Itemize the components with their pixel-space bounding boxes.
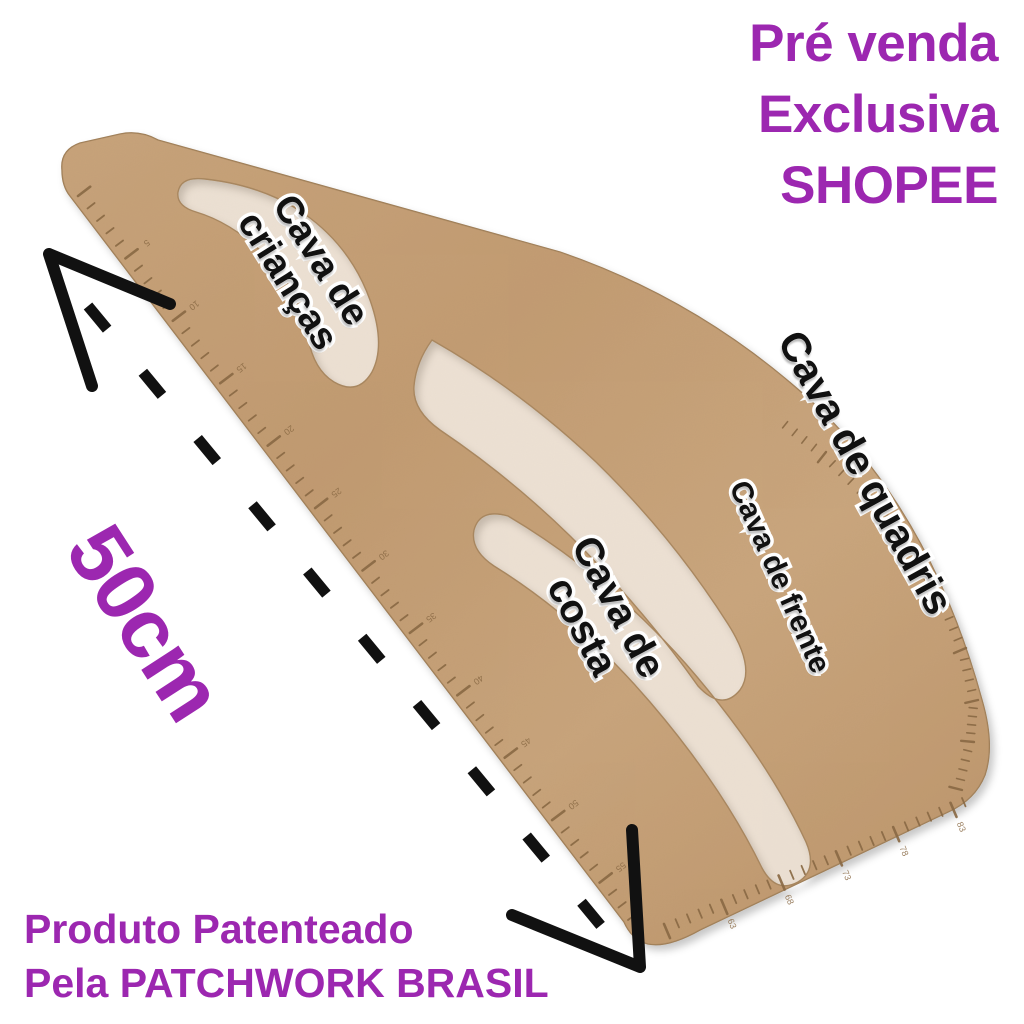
promo-line-3: SHOPEE [780, 156, 998, 216]
svg-text:55: 55 [614, 860, 628, 874]
measure-indicator [43, 248, 646, 973]
arrow-down-right-icon [506, 824, 646, 973]
footer-line-2: Pela PATCHWORK BRASIL [24, 959, 549, 1006]
svg-text:63: 63 [726, 917, 739, 930]
svg-text:50: 50 [566, 798, 580, 812]
svg-text:30: 30 [377, 548, 391, 562]
svg-text:25: 25 [329, 486, 343, 500]
promo-line-1: Pré venda [749, 14, 998, 73]
svg-text:40: 40 [472, 673, 486, 687]
svg-text:10: 10 [187, 298, 201, 312]
ruler-tick-scale [76, 185, 980, 940]
svg-text:35: 35 [424, 610, 438, 624]
arrow-up-left-icon [43, 248, 176, 392]
ruler-scale-numbers: 5 10 15 20 25 30 35 40 45 50 55 63 68 73 78 83 [142, 237, 968, 930]
svg-text:45: 45 [519, 735, 533, 749]
footer-credit: Produto Patenteado Pela PATCHWORK BRASIL [24, 902, 549, 1010]
footer-line-1: Produto Patenteado [24, 905, 414, 952]
svg-text:68: 68 [783, 893, 796, 906]
measure-dashed-line [83, 302, 621, 948]
svg-text:78: 78 [898, 844, 911, 857]
svg-text:73: 73 [840, 869, 853, 882]
svg-text:5: 5 [142, 237, 152, 248]
svg-text:15: 15 [235, 361, 249, 375]
svg-text:83: 83 [955, 820, 968, 833]
promo-headline: Pré venda Exclusiva SHOPEE [749, 8, 998, 221]
promo-line-2: Exclusiva [757, 85, 999, 145]
svg-text:20: 20 [282, 423, 296, 437]
